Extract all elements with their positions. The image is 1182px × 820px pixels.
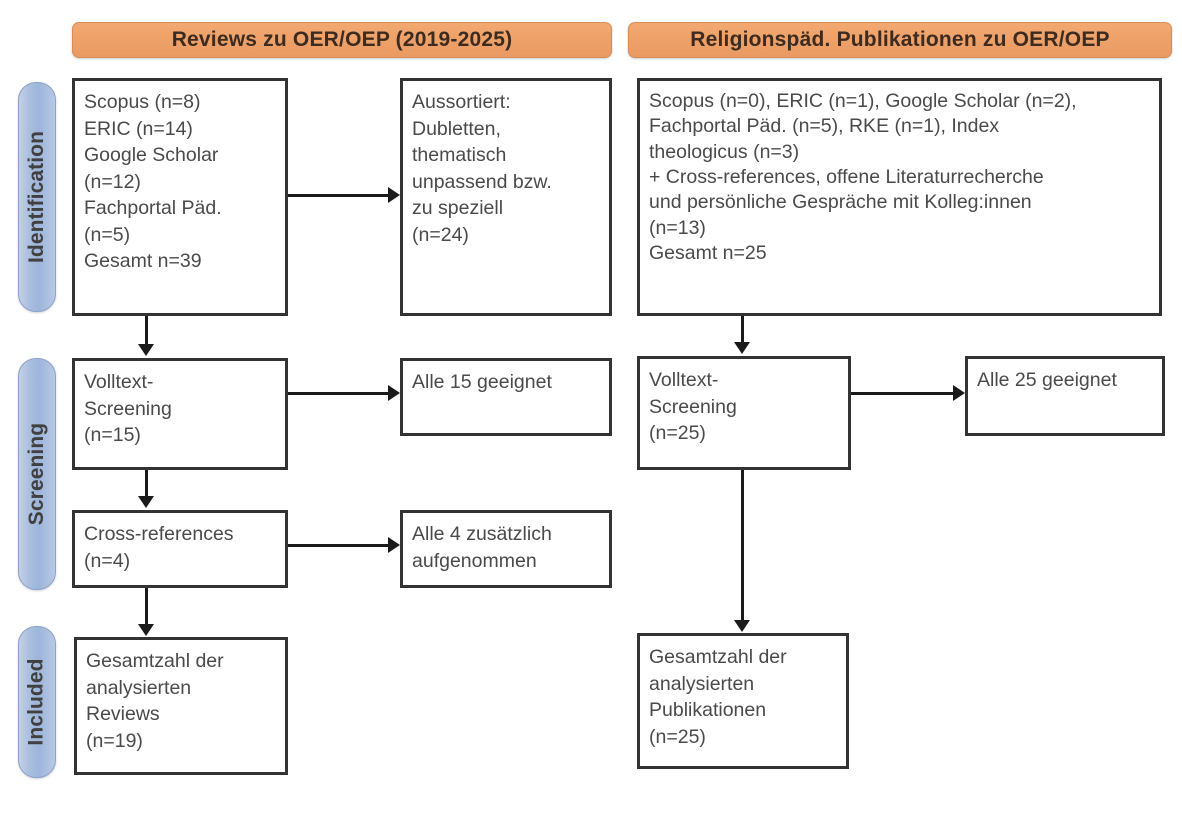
box-right-fulltext-screening: Volltext- Screening (n=25) [637,356,851,470]
column-header-religionspaed: Religionspäd. Publikationen zu OER/OEP [628,22,1172,58]
box-right-identification-sources: Scopus (n=0), ERIC (n=1), Google Scholar… [637,78,1162,316]
connector-left-screening-to-suitable [288,392,389,395]
box-left-cross-references: Cross-references (n=4) [72,510,288,588]
connector-right-screening-to-included [741,470,744,622]
arrowhead-left-screening-to-crossref [138,496,154,508]
box-left-all-added: Alle 4 zusätzlich aufgenommen [400,510,612,588]
arrowhead-right-screening-to-suitable [953,385,965,401]
stage-bar-identification: Identification [18,82,56,312]
connector-left-crossref-to-added [288,544,389,547]
connector-left-sources-to-screening [145,316,148,346]
arrowhead-left-sources-to-excluded [388,187,400,203]
stage-label-screening: Screening [25,422,48,526]
connector-left-sources-to-excluded [288,194,389,197]
stage-label-identification: Identification [25,130,49,264]
connector-left-crossref-to-included [145,588,148,626]
box-left-fulltext-screening: Volltext- Screening (n=15) [72,358,288,470]
arrowhead-left-sources-to-screening [138,344,154,356]
box-left-identification-sources: Scopus (n=8) ERIC (n=14) Google Scholar … [72,78,288,316]
arrowhead-right-screening-to-included [734,620,750,632]
connector-right-sources-to-screening [741,316,744,344]
box-left-all-suitable: Alle 15 geeignet [400,358,612,436]
stage-bar-screening: Screening [18,358,56,590]
connector-right-screening-to-suitable [851,392,954,395]
stage-bar-included: Included [18,626,56,778]
box-left-excluded: Aussortiert: Dubletten, thematisch unpas… [400,78,612,316]
box-left-included-total: Gesamtzahl der analysierten Reviews (n=1… [74,637,288,775]
stage-label-included: Included [25,658,49,746]
arrowhead-left-screening-to-suitable [388,385,400,401]
box-right-all-suitable: Alle 25 geeignet [965,356,1165,436]
connector-left-screening-to-crossref [145,470,148,498]
arrowhead-right-sources-to-screening [734,342,750,354]
arrowhead-left-crossref-to-added [388,537,400,553]
box-right-included-total: Gesamtzahl der analysierten Publikatione… [637,633,849,769]
arrowhead-left-crossref-to-included [138,624,154,636]
column-header-reviews: Reviews zu OER/OEP (2019-2025) [72,22,612,58]
